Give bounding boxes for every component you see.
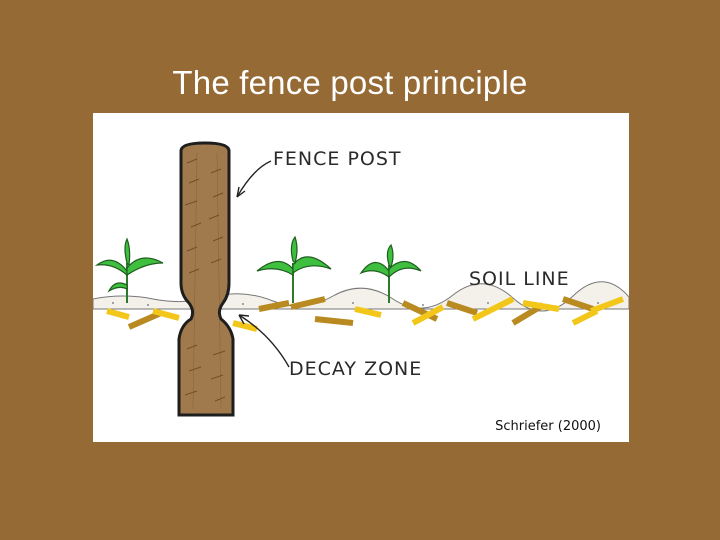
- crop-residue: [106, 296, 625, 332]
- residue-piece: [562, 296, 594, 312]
- soil-specks: [112, 302, 599, 307]
- plant-right: [359, 243, 422, 303]
- residue-piece: [290, 296, 326, 310]
- soil-line-label: SOIL LINE: [469, 268, 570, 290]
- fence-post-label: FENCE POST: [273, 148, 402, 170]
- image-credit: Schriefer (2000): [495, 419, 601, 434]
- residue-piece: [446, 300, 478, 316]
- residue-piece: [258, 300, 290, 312]
- residue-piece: [471, 296, 515, 322]
- fence-post: [177, 141, 235, 417]
- residue-piece: [411, 304, 445, 326]
- slide-title: The fence post principle: [172, 64, 528, 101]
- fence-post-figure: FENCE POST SOIL LINE DECAY ZONE Schriefe…: [93, 113, 629, 442]
- fence-post-diagram: FENCE POST SOIL LINE DECAY ZONE: [93, 141, 629, 417]
- residue-piece: [314, 316, 354, 326]
- residue-piece: [589, 296, 625, 314]
- decay-zone-arrow: [238, 314, 290, 368]
- residue-piece: [127, 310, 163, 330]
- residue-piece: [106, 308, 130, 320]
- fence-post-arrow: [236, 160, 272, 198]
- decay-zone-label: DECAY ZONE: [289, 358, 422, 380]
- residue-piece: [522, 300, 560, 312]
- residue-piece: [354, 306, 382, 318]
- plant-left: [94, 237, 164, 303]
- residue-piece: [152, 308, 180, 321]
- plant-middle: [256, 235, 332, 303]
- residue-piece: [232, 320, 258, 332]
